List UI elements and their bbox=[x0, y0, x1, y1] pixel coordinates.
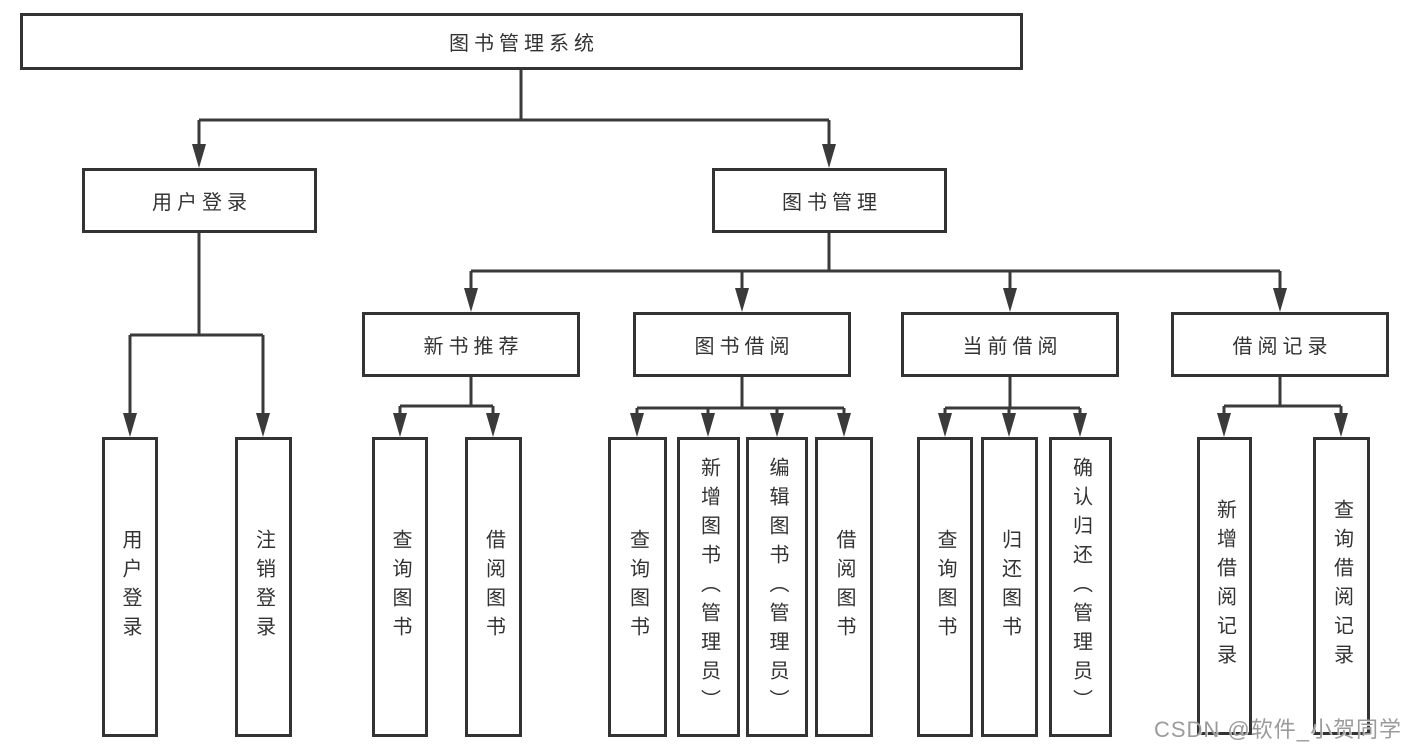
node-borrow-record: 借阅记录 bbox=[1171, 312, 1389, 377]
leaf-newbook-query: 查询图书 bbox=[372, 437, 428, 737]
leaf-user-login: 用户登录 bbox=[102, 437, 158, 737]
node-label: 新增图书（管理员） bbox=[697, 456, 720, 718]
leaf-current-confirm-return: 确认归还（管理员） bbox=[1049, 437, 1112, 737]
leaf-borrow-book: 借阅图书 bbox=[815, 437, 873, 737]
node-label: 当前借阅 bbox=[962, 336, 1063, 358]
node-label: 图书管理 bbox=[782, 192, 882, 214]
node-label: 查询图书 bbox=[934, 529, 956, 645]
node-current-borrow: 当前借阅 bbox=[901, 312, 1119, 377]
leaf-newbook-borrow: 借阅图书 bbox=[465, 437, 522, 737]
node-label: 新书推荐 bbox=[423, 336, 524, 358]
leaf-current-return: 归还图书 bbox=[981, 437, 1038, 737]
node-label: 归还图书 bbox=[998, 529, 1021, 645]
node-label: 查询图书 bbox=[389, 529, 411, 645]
leaf-borrow-edit-book: 编辑图书（管理员） bbox=[746, 437, 808, 737]
node-label: 借阅图书 bbox=[833, 529, 855, 645]
node-user-login: 用户登录 bbox=[82, 168, 317, 233]
leaf-record-add: 新增借阅记录 bbox=[1197, 437, 1252, 735]
node-book-management: 图书管理 bbox=[712, 168, 947, 233]
leaf-record-query: 查询借阅记录 bbox=[1313, 437, 1370, 735]
node-label: 借阅图书 bbox=[482, 529, 505, 645]
node-label: 查询借阅记录 bbox=[1330, 499, 1353, 673]
connector-current-borrow-to-leaves bbox=[938, 377, 1087, 437]
leaf-current-query: 查询图书 bbox=[917, 437, 973, 737]
node-label: 注销登录 bbox=[252, 529, 275, 645]
leaf-borrow-query: 查询图书 bbox=[608, 437, 667, 737]
node-label: 新增借阅记录 bbox=[1213, 499, 1236, 673]
connector-user-login-to-leaves bbox=[123, 233, 270, 437]
node-label: 图书管理系统 bbox=[449, 33, 599, 55]
connector-root-to-level2 bbox=[192, 70, 836, 168]
node-label: 查询图书 bbox=[626, 529, 649, 645]
node-label: 图书借阅 bbox=[694, 336, 795, 358]
node-label: 编辑图书（管理员） bbox=[766, 456, 788, 718]
node-root-system: 图书管理系统 bbox=[20, 13, 1023, 70]
leaf-borrow-add-book: 新增图书（管理员） bbox=[677, 437, 740, 737]
connector-new-book-to-leaves bbox=[393, 377, 500, 437]
node-book-borrow: 图书借阅 bbox=[633, 312, 851, 377]
node-label: 确认归还（管理员） bbox=[1069, 456, 1092, 718]
connector-borrow-record-to-leaves bbox=[1217, 377, 1348, 437]
node-label: 用户登录 bbox=[152, 192, 252, 214]
connector-book-mgmt-to-level3 bbox=[464, 233, 1287, 312]
node-new-book-recommend: 新书推荐 bbox=[362, 312, 580, 377]
node-label: 借阅记录 bbox=[1232, 336, 1333, 358]
csdn-watermark: CSDN @软件_小贺同学 bbox=[1153, 717, 1402, 742]
leaf-logout: 注销登录 bbox=[235, 437, 292, 737]
node-label: 用户登录 bbox=[119, 529, 141, 645]
connector-book-borrow-to-leaves bbox=[630, 377, 851, 437]
